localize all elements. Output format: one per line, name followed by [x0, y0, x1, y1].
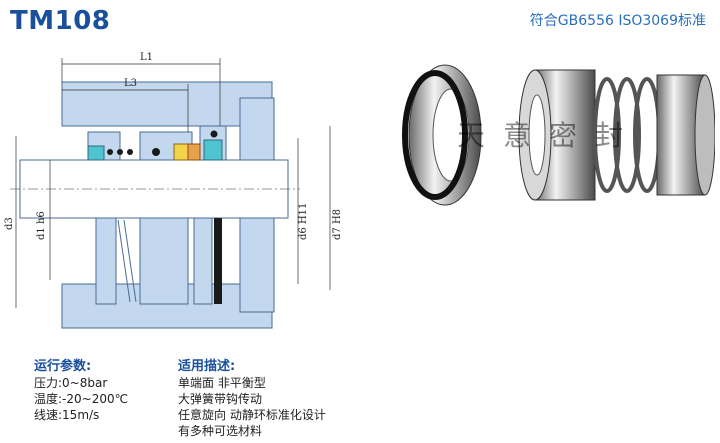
dim-label-d1: d1 h6 [36, 211, 47, 240]
seal-yellow-element [173, 143, 189, 161]
param-pressure: 压力:0~8bar [34, 376, 108, 390]
standard-note: 符合GB6556 ISO3069标准 [529, 13, 706, 29]
desc-heading: 适用描述: [178, 359, 236, 374]
operating-parameters: 运行参数: 压力:0~8bar 温度:-20~200℃ 线速:15m/s [34, 355, 128, 423]
desc-line-2: 大弹簧带钩传动 [178, 392, 263, 406]
param-speed: 线速:15m/s [34, 408, 100, 422]
model-title: TM108 [10, 6, 111, 36]
application-description: 适用描述: 单端面 非平衡型 大弹簧带钩传动 任意旋向 动静环标准化设计 有多种… [178, 355, 326, 439]
desc-line-4: 有多种可选材料 [178, 424, 263, 438]
dim-label-d3: d3 [4, 217, 15, 230]
spring-body [95, 217, 117, 305]
seal-orange-element [187, 143, 201, 161]
gland-housing [61, 81, 273, 127]
watermark: 天意密封 [457, 119, 641, 152]
dim-label-d7: d7 H8 [332, 209, 343, 240]
dim-label-d6: d6 H11 [298, 203, 309, 240]
seal-teal-element [87, 145, 105, 161]
seal-cross-section-drawing: L1 L3 d3 d1 h6 d6 H11 d7 H8 [4, 52, 343, 329]
dim-label-L3: L3 [124, 78, 137, 89]
o-ring-strip [214, 218, 222, 304]
dim-label-L1: L1 [140, 52, 153, 63]
desc-line-3: 任意旋向 动静环标准化设计 [178, 408, 326, 422]
product-photo: 天意密封 [402, 64, 715, 206]
spring-coil [107, 149, 113, 155]
desc-line-1: 单端面 非平衡型 [178, 376, 266, 390]
params-heading: 运行参数: [34, 359, 92, 374]
param-temperature: 温度:-20~200℃ [34, 392, 129, 406]
